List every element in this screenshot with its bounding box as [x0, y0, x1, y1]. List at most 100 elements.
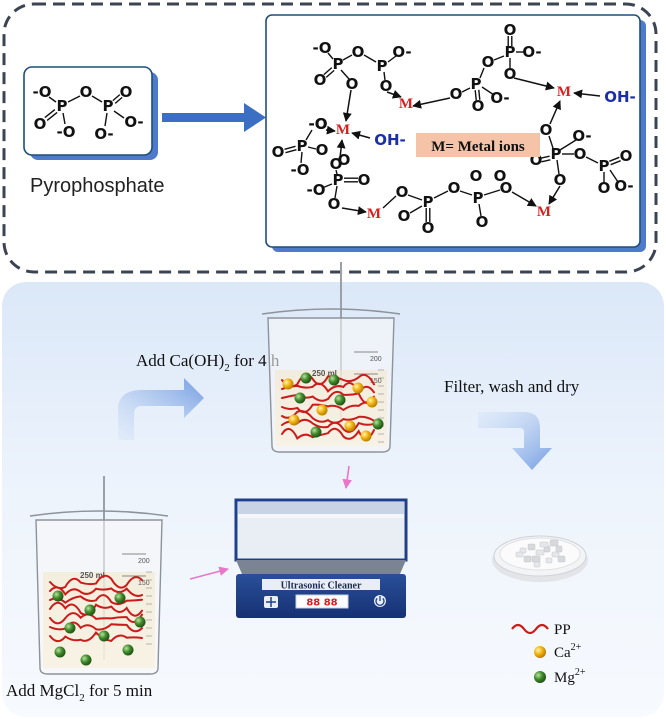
magnesium-ion — [52, 590, 64, 602]
polymer-chain — [49, 594, 143, 606]
undefined: O — [338, 151, 351, 169]
undefined: O — [470, 167, 483, 185]
oxygen-atom: O- — [94, 125, 113, 143]
oxygen-atom: O — [80, 83, 93, 101]
beaker-volume-label: 250 ml — [80, 571, 105, 580]
undefined: O — [554, 171, 567, 189]
coordination-arrow — [549, 100, 561, 125]
bond-line — [62, 112, 66, 125]
undefined: -O — [291, 161, 310, 179]
bond-line — [340, 69, 350, 80]
bond-line — [67, 95, 81, 103]
coordination-arrow — [336, 139, 346, 159]
bond-line — [325, 69, 335, 78]
bond-line — [474, 90, 477, 101]
phosphorus-atom: P — [57, 97, 68, 115]
polymer-chain — [49, 631, 143, 643]
powder-particle — [535, 549, 545, 556]
bond-line — [112, 94, 121, 102]
pp-legend-icon — [511, 623, 549, 635]
bond-line — [383, 71, 386, 81]
undefined: O — [500, 179, 513, 197]
bond-line — [44, 109, 56, 119]
undefined: O- — [392, 43, 411, 61]
magnesium-ion — [294, 392, 306, 404]
undefined: -O — [309, 115, 328, 133]
beaker-volume-label: 250 ml — [312, 369, 337, 378]
pp-legend-label: PP — [554, 622, 571, 638]
phosphorus-atom: P — [103, 97, 114, 115]
magnesium-ion — [80, 654, 92, 666]
bond-line — [407, 194, 423, 201]
calcium-ion — [288, 414, 300, 426]
step1-label: Add MgCl2 for 5 min — [6, 681, 153, 704]
bond-line — [556, 159, 560, 175]
bond-line — [305, 129, 313, 141]
mg-legend-label: Mg2+ — [554, 667, 586, 686]
magnesium-ion — [84, 604, 96, 616]
powder-particle — [523, 555, 532, 563]
undefined: O — [448, 179, 461, 197]
beaker-rim — [29, 510, 169, 517]
magnesium-ion — [310, 426, 322, 438]
bond-line — [478, 89, 481, 100]
magnesium-ion — [98, 630, 110, 642]
undefined: P — [505, 43, 516, 61]
cleaner-control-icon — [264, 596, 278, 608]
undefined: M — [336, 122, 350, 138]
bond-line — [478, 203, 482, 217]
undefined: O — [314, 71, 327, 89]
beaker-rim — [261, 308, 401, 315]
bond-line — [433, 190, 449, 199]
powder-particle — [557, 555, 566, 563]
undefined: P — [333, 55, 344, 73]
undefined: M — [557, 84, 571, 100]
undefined: O — [476, 213, 489, 231]
network-card — [265, 14, 646, 252]
coordination-arrow — [351, 130, 371, 140]
polymer-chain — [49, 612, 143, 625]
powder-particle — [527, 543, 536, 551]
undefined: P — [473, 189, 484, 207]
bond-line — [585, 156, 599, 164]
metal-ions-legend-box — [416, 133, 540, 157]
undefined: O — [494, 167, 507, 185]
undefined: OH- — [604, 88, 636, 106]
undefined: M — [537, 204, 551, 220]
magnesium-ion — [122, 644, 134, 656]
coordination-arrow — [341, 206, 367, 216]
undefined: O — [598, 179, 611, 197]
undefined: P — [599, 157, 610, 175]
species-legend: PP Ca2+ Mg2+ — [511, 622, 586, 686]
bond-line — [409, 205, 423, 214]
ca-legend-icon — [534, 646, 546, 658]
bond-line — [479, 67, 485, 79]
polymer-chain — [49, 586, 143, 597]
undefined: O- — [490, 89, 509, 107]
undefined: -O — [313, 39, 332, 57]
polymer-chain — [281, 427, 375, 441]
bond-line — [114, 96, 123, 104]
undefined: O — [346, 75, 359, 93]
undefined: O — [472, 97, 485, 115]
undefined: O- — [522, 43, 541, 61]
magnesium-ion — [300, 372, 312, 384]
undefined: OH- — [374, 131, 406, 149]
undefined: O — [620, 147, 633, 165]
magnesium-ion — [54, 646, 66, 658]
powder-particle — [531, 555, 541, 563]
polymer-chain — [49, 574, 143, 590]
bond-line — [342, 54, 353, 61]
calcium-ion — [352, 382, 364, 394]
bond-line — [387, 55, 397, 63]
magnesium-ion — [372, 418, 384, 430]
undefined: O — [396, 183, 409, 201]
calcium-ion — [360, 430, 372, 442]
undefined: O — [398, 207, 411, 225]
magnesium-ion — [334, 394, 346, 406]
bond-line — [48, 96, 57, 103]
undefined: P — [333, 171, 344, 189]
